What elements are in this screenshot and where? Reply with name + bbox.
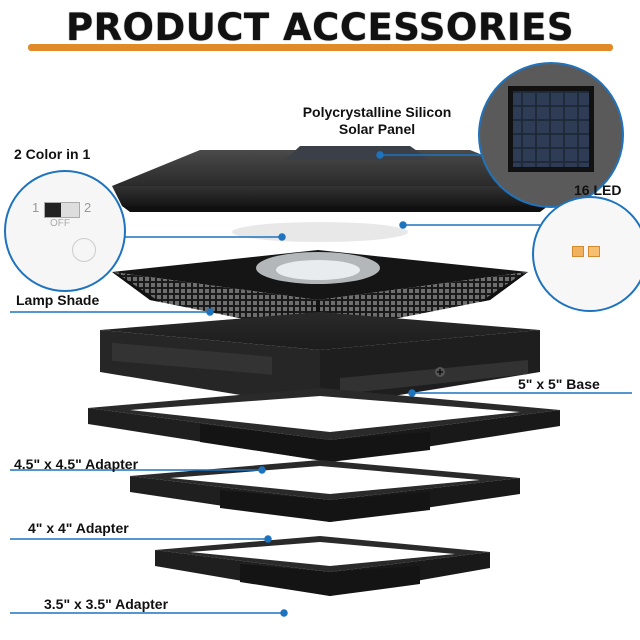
label-base: 5" x 5" Base bbox=[518, 376, 600, 392]
solar-panel-icon bbox=[480, 64, 622, 206]
switch-callout: 1 2 OFF bbox=[4, 170, 126, 292]
page-title: PRODUCT ACCESSORIES bbox=[0, 6, 640, 49]
label-two-color: 2 Color in 1 bbox=[14, 146, 91, 162]
base-5x5 bbox=[100, 312, 540, 408]
label-adapter-45: 4.5" x 4.5" Adapter bbox=[14, 456, 139, 472]
led-warm-icon bbox=[572, 246, 584, 257]
title-underline bbox=[28, 44, 613, 51]
page-title-text: PRODUCT ACCESSORIES bbox=[65, 6, 575, 49]
switch-pos1: 1 bbox=[32, 200, 40, 215]
label-lamp-shade: Lamp Shade bbox=[16, 292, 100, 308]
adapter-45 bbox=[88, 388, 560, 462]
led-cool-icon bbox=[588, 246, 600, 257]
solar-panel-callout bbox=[478, 62, 624, 208]
label-adapter-4: 4" x 4" Adapter bbox=[28, 520, 129, 536]
label-solar-panel: Polycrystalline Silicon Solar Panel bbox=[282, 104, 472, 138]
label-16-led: 16 LED bbox=[574, 182, 622, 198]
label-solar-panel-line1: Polycrystalline Silicon bbox=[302, 104, 452, 120]
label-solar-panel-line2: Solar Panel bbox=[338, 121, 416, 137]
switch-pos2: 2 bbox=[84, 200, 92, 215]
switch-area: 1 2 OFF bbox=[32, 196, 102, 229]
adapter-35 bbox=[155, 536, 490, 596]
label-adapter-35: 3.5" x 3.5" Adapter bbox=[44, 596, 169, 612]
toggle-switch bbox=[44, 202, 80, 218]
led-callout bbox=[532, 196, 640, 312]
ce-mark-icon bbox=[72, 238, 96, 262]
switch-off: OFF bbox=[50, 218, 70, 229]
